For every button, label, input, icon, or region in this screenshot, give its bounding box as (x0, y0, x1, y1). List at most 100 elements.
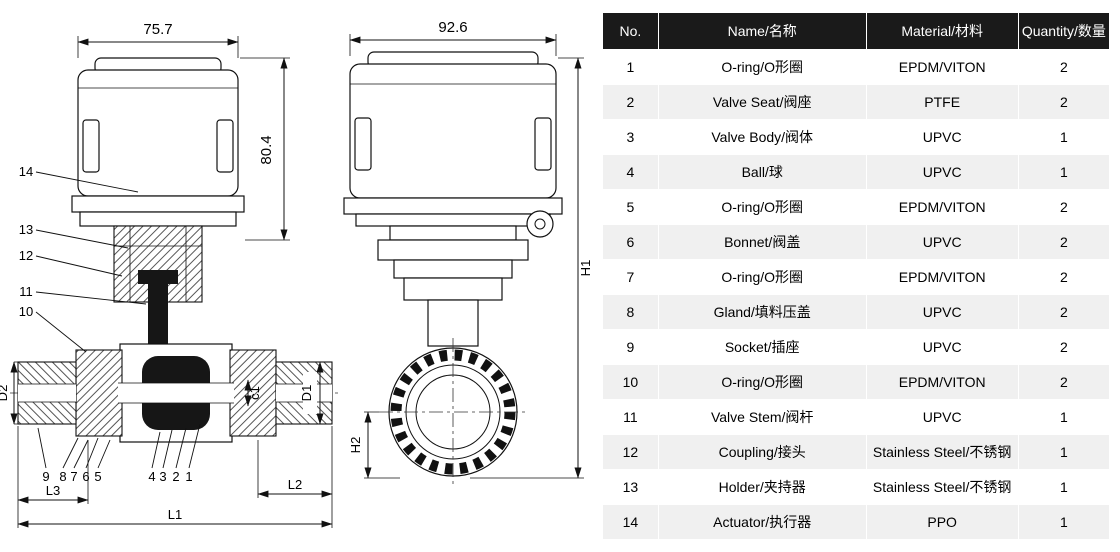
col-header-name: Name/名称 (657, 12, 867, 50)
c1-label: c1 (247, 386, 262, 400)
cell-material: EPDM/VITON (865, 259, 1019, 295)
callout-8: 8 (59, 469, 66, 484)
cell-no: 1 (602, 49, 659, 85)
cell-quantity: 2 (1017, 224, 1111, 260)
callout-3: 3 (159, 469, 166, 484)
cell-quantity: 2 (1017, 364, 1111, 400)
callout-5: 5 (94, 469, 101, 484)
callouts-left: 14 13 12 11 10 (19, 164, 147, 353)
table-row: 3 Valve Body/阀体 UPVC 1 (602, 119, 1111, 155)
front-height-value: 80.4 (258, 135, 275, 164)
cell-quantity: 2 (1017, 294, 1111, 330)
cell-no: 13 (602, 469, 659, 505)
callout-13: 13 (19, 222, 33, 237)
actuator-front (71, 57, 245, 227)
actuator-side (343, 51, 563, 238)
valve-stem-front (138, 270, 178, 360)
l2-label: L2 (288, 477, 302, 492)
cell-material: PTFE (865, 84, 1019, 120)
table-row: 2 Valve Seat/阀座 PTFE 2 (602, 84, 1111, 120)
length-dimensions: L3 L2 L1 (17, 426, 333, 528)
cell-no: 9 (602, 329, 659, 365)
cell-name: Valve Seat/阀座 (657, 84, 867, 120)
table-row: 4 Ball/球 UPVC 1 (602, 154, 1111, 190)
cell-no: 12 (602, 434, 659, 470)
cell-name: Valve Body/阀体 (657, 119, 867, 155)
callout-4: 4 (148, 469, 155, 484)
table-row: 10 O-ring/O形圈 EPDM/VITON 2 (602, 364, 1111, 400)
table-row: 14 Actuator/执行器 PPO 1 (602, 504, 1111, 540)
cell-name: O-ring/O形圈 (657, 189, 867, 225)
d1-label: D1 (299, 385, 314, 402)
cell-name: Valve Stem/阀杆 (657, 399, 867, 435)
cell-material: PPO (865, 504, 1019, 540)
cell-material: EPDM/VITON (865, 189, 1019, 225)
l1-label: L1 (168, 507, 182, 522)
callout-9: 9 (42, 469, 49, 484)
cell-quantity: 2 (1017, 259, 1111, 295)
l3-label: L3 (46, 483, 60, 498)
parts-table-header: No. Name/名称 Material/材料 Quantity/数量 (602, 12, 1111, 50)
table-row: 8 Gland/填料压盖 UPVC 2 (602, 294, 1111, 330)
cell-name: O-ring/O形圈 (657, 49, 867, 85)
cell-quantity: 1 (1017, 504, 1111, 540)
table-row: 11 Valve Stem/阀杆 UPVC 1 (602, 399, 1111, 435)
front-width-value: 75.7 (143, 21, 172, 38)
port-flange-circle (379, 338, 528, 488)
h2-dimension: H2 (348, 411, 400, 479)
col-header-no: No. (602, 12, 659, 50)
cell-quantity: 2 (1017, 329, 1111, 365)
cell-material: UPVC (865, 294, 1019, 330)
cell-material: EPDM/VITON (865, 364, 1019, 400)
cable-gland (526, 210, 554, 238)
cell-no: 5 (602, 189, 659, 225)
parts-table-body: 1 O-ring/O形圈 EPDM/VITON 2 2 Valve Seat/阀… (602, 49, 1111, 540)
cell-no: 14 (602, 504, 659, 540)
side-width-value: 92.6 (438, 19, 467, 36)
cell-no: 11 (602, 399, 659, 435)
cell-no: 2 (602, 84, 659, 120)
side-view: 92.6 H1 H2 (343, 19, 593, 488)
cell-no: 8 (602, 294, 659, 330)
cell-material: UPVC (865, 224, 1019, 260)
front-height-dimension: 80.4 (240, 57, 290, 241)
table-row: 1 O-ring/O形圈 EPDM/VITON 2 (602, 49, 1111, 85)
cell-material: UPVC (865, 329, 1019, 365)
cell-material: EPDM/VITON (865, 49, 1019, 85)
d2-dimension: D2 (0, 361, 22, 425)
table-row: 9 Socket/插座 UPVC 2 (602, 329, 1111, 365)
cell-name: Coupling/接头 (657, 434, 867, 470)
cell-name: Gland/填料压盖 (657, 294, 867, 330)
table-row: 12 Coupling/接头 Stainless Steel/不锈钢 1 (602, 434, 1111, 470)
front-view: 75.7 80.4 D2 D1 (0, 21, 338, 528)
cell-name: Holder/夹持器 (657, 469, 867, 505)
callout-2: 2 (172, 469, 179, 484)
parts-table-panel: No. Name/名称 Material/材料 Quantity/数量 1 O-… (600, 0, 1120, 552)
cell-material: Stainless Steel/不锈钢 (865, 469, 1019, 505)
cell-name: Socket/插座 (657, 329, 867, 365)
h2-label: H2 (348, 437, 363, 454)
d1-dimension: D1 (299, 361, 324, 425)
cell-quantity: 2 (1017, 189, 1111, 225)
c1-dimension: c1 (244, 379, 262, 407)
table-row: 5 O-ring/O形圈 EPDM/VITON 2 (602, 189, 1111, 225)
cell-no: 6 (602, 224, 659, 260)
callout-6: 6 (82, 469, 89, 484)
cell-quantity: 2 (1017, 84, 1111, 120)
cell-material: UPVC (865, 399, 1019, 435)
parts-table: No. Name/名称 Material/材料 Quantity/数量 1 O-… (602, 12, 1111, 540)
cell-name: Ball/球 (657, 154, 867, 190)
cell-name: Bonnet/阀盖 (657, 224, 867, 260)
cell-quantity: 1 (1017, 434, 1111, 470)
h1-label: H1 (578, 260, 593, 277)
cell-name: O-ring/O形圈 (657, 259, 867, 295)
callouts-bottom: 9 8 7 6 5 4 3 2 1 (37, 423, 201, 484)
table-row: 7 O-ring/O形圈 EPDM/VITON 2 (602, 259, 1111, 295)
valve-body-front (17, 343, 333, 443)
cell-quantity: 1 (1017, 154, 1111, 190)
callout-11: 11 (19, 284, 33, 299)
bonnet-stack-side (377, 225, 529, 347)
callout-14: 14 (19, 164, 33, 179)
cell-no: 7 (602, 259, 659, 295)
